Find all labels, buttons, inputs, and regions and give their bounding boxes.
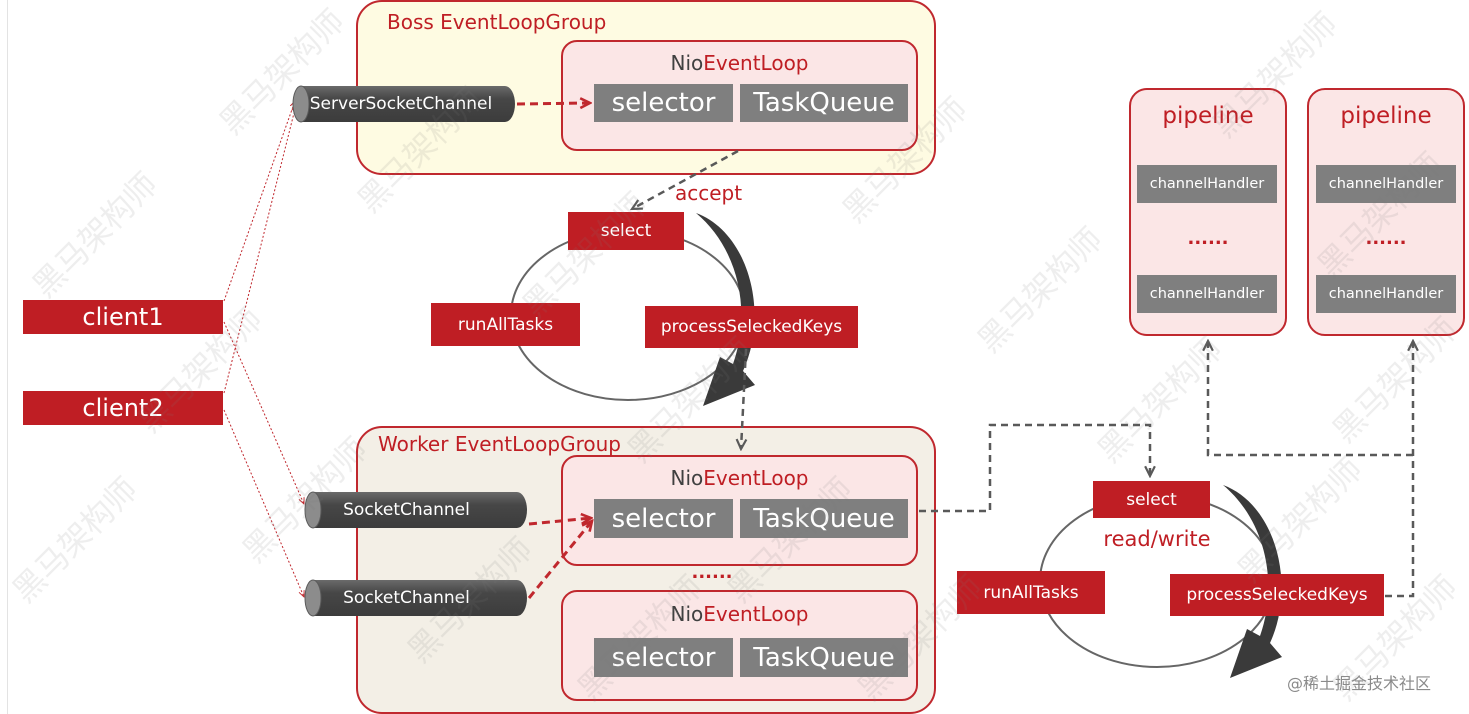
loop-name-prefix: Nio xyxy=(670,602,704,626)
socket-channel-2-to-selector-arrow xyxy=(527,521,592,599)
client1-to-socket-channel-1-link xyxy=(223,321,304,504)
worker-cycle-direction-arrow xyxy=(1223,485,1282,678)
worker-loop-to-select-arrow xyxy=(919,423,1150,513)
pipeline-1-title: pipeline xyxy=(1162,103,1254,129)
worker-more-loops-ellipsis: ...... xyxy=(691,562,733,583)
socket-channel-1-cylinder xyxy=(304,491,527,529)
pipeline-1-channel-handler-2: channelHandler xyxy=(1137,275,1277,313)
worker-nio-event-loop-2-label: NioEventLoop xyxy=(561,602,918,626)
pipeline-1-channel-handler-1: channelHandler xyxy=(1137,165,1277,203)
client-2: client2 xyxy=(23,391,223,425)
pipeline-2-ellipsis: ...... xyxy=(1365,228,1407,249)
loop-name-prefix: Nio xyxy=(670,466,704,490)
socket-channel-2-cylinder xyxy=(304,579,527,617)
client2-to-socket-channel-2-link xyxy=(223,409,304,597)
boss-task-queue: TaskQueue xyxy=(740,84,908,122)
worker-2-task-queue: TaskQueue xyxy=(740,638,908,677)
worker-2-selector: selector xyxy=(594,638,733,677)
server-channel-to-selector-arrow xyxy=(516,103,590,104)
loop-name-suffix: EventLoop xyxy=(703,466,809,490)
pipeline-2-channel-handler-2: channelHandler xyxy=(1316,275,1456,313)
loop-name-prefix: Nio xyxy=(670,51,704,75)
worker-1-selector: selector xyxy=(594,499,733,538)
boss-run-all-tasks-step: runAllTasks xyxy=(431,303,580,346)
accept-arrow xyxy=(632,149,739,209)
server-socket-channel-label: ServerSocketChannel xyxy=(309,94,493,114)
boss-nio-event-loop-label: NioEventLoop xyxy=(561,51,918,75)
pipeline-2-title: pipeline xyxy=(1340,103,1432,129)
source-credit: @稀土掘金技术社区 xyxy=(1287,674,1432,693)
client-1: client1 xyxy=(23,300,223,334)
pipeline-2-channel-handler-1: channelHandler xyxy=(1316,165,1456,203)
client1-to-server-channel-link xyxy=(223,101,295,302)
boss-selector: selector xyxy=(594,84,733,122)
socket-channel-1-to-selector-arrow xyxy=(528,518,591,526)
socket-channel-2-label: SocketChannel xyxy=(343,588,470,608)
page-edge-divider xyxy=(7,0,8,714)
worker-group-title: Worker EventLoopGroup xyxy=(378,432,621,456)
accept-label: accept xyxy=(675,181,743,205)
client2-to-server-channel-link xyxy=(223,105,296,394)
loop-name-suffix: EventLoop xyxy=(703,602,809,626)
worker-run-all-tasks-step: runAllTasks xyxy=(957,571,1105,614)
worker-select-step: select xyxy=(1093,481,1210,518)
worker-1-task-queue: TaskQueue xyxy=(740,499,908,538)
register-to-worker-arrow xyxy=(741,348,746,449)
loop-name-suffix: EventLoop xyxy=(703,51,809,75)
boss-select-step: select xyxy=(568,212,684,250)
worker-process-selected-keys-step: processSeleckedKeys xyxy=(1170,574,1384,616)
boss-process-selected-keys-step: processSeleckedKeys xyxy=(645,306,858,348)
keys-to-pipeline-1-arrow xyxy=(1208,341,1413,457)
keys-to-pipeline-2-arrow xyxy=(1385,341,1413,598)
server-socket-channel-cylinder xyxy=(292,85,515,123)
pipeline-1-ellipsis: ...... xyxy=(1187,228,1229,249)
boss-cycle-direction-arrow xyxy=(696,213,755,406)
worker-nio-event-loop-1-label: NioEventLoop xyxy=(561,466,918,490)
socket-channel-1-label: SocketChannel xyxy=(343,500,470,520)
boss-group-title: Boss EventLoopGroup xyxy=(387,10,607,34)
read-write-label: read/write xyxy=(1103,527,1211,551)
